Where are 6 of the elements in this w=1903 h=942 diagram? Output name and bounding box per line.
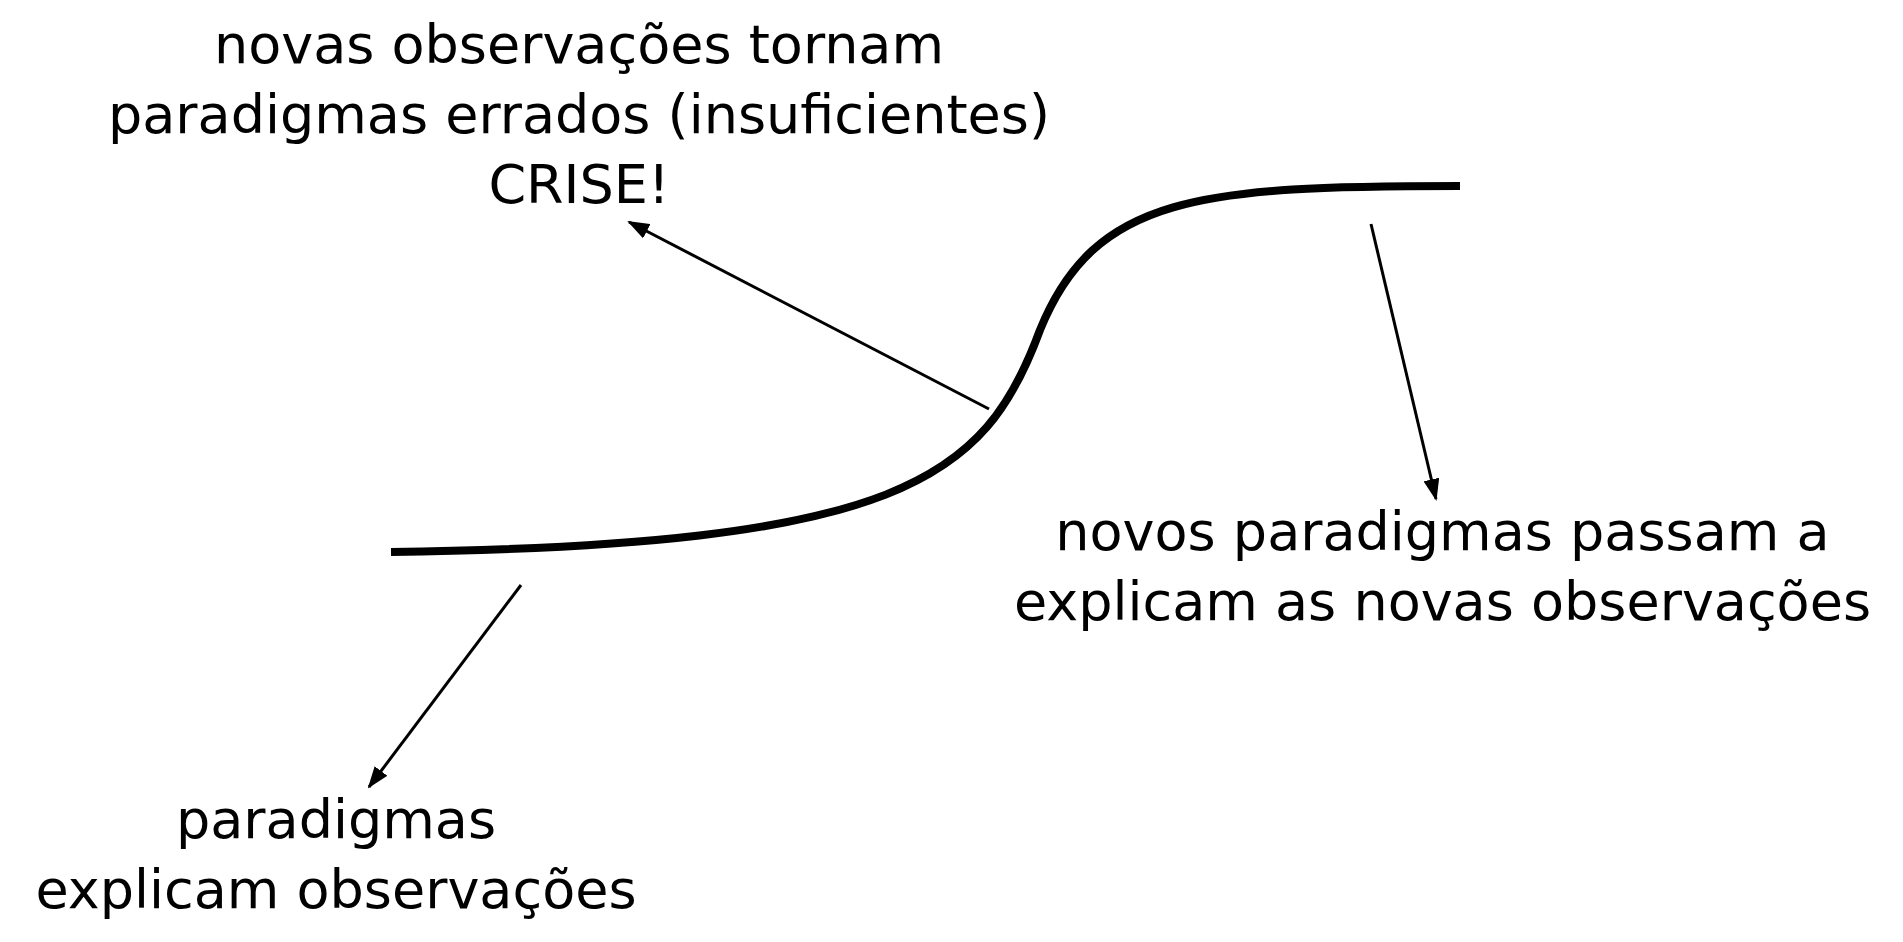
callout-text: paradigmas explicam observações (11, 785, 661, 925)
callout-text: novos paradigmas passam a explicam as novas observações (985, 497, 1900, 637)
arrow (627, 220, 990, 411)
arrow (367, 584, 523, 789)
arrow (1369, 223, 1440, 501)
callout-text: novas observações tornam paradigmas errados (insuficientes) CRISE! (79, 10, 1079, 220)
